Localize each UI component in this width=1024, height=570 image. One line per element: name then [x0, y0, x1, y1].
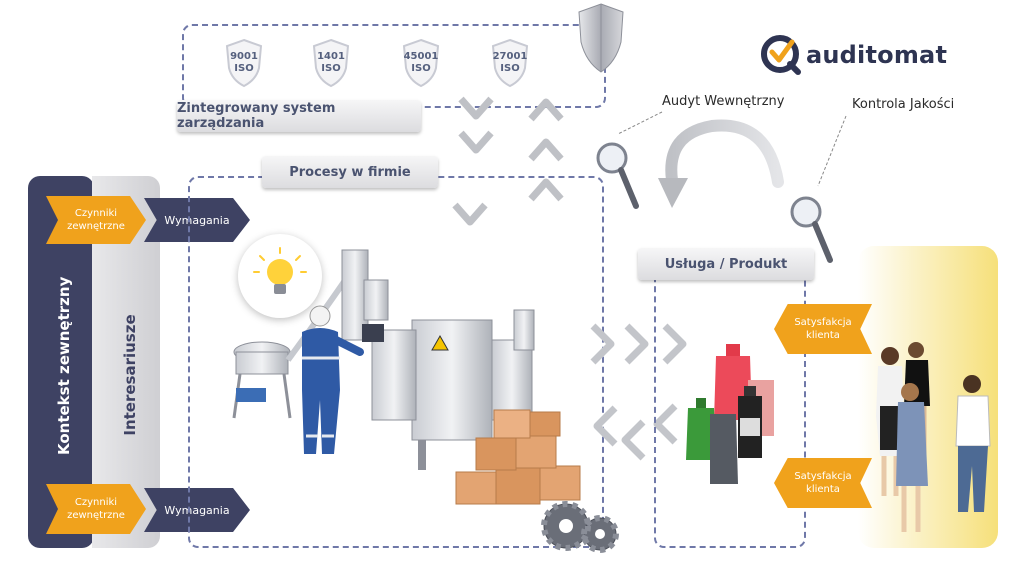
iso-badge-9001: 9001 ISO [224, 38, 264, 88]
logo: auditomat [760, 34, 947, 76]
tag-line: Satysfakcja [794, 317, 852, 328]
tag-line: Czynniki [74, 208, 118, 219]
iso-label: ISO [500, 63, 520, 74]
iso-number: 9001 [230, 51, 258, 62]
satisfaction-tag-top: Satysfakcja klienta [774, 304, 872, 354]
stakeholders-label: Interesariusze [121, 314, 139, 436]
tag-line: Czynniki [74, 497, 118, 508]
tag-line: klienta [806, 484, 840, 495]
iso-label: ISO [321, 63, 341, 74]
production-machine-illustration [232, 249, 535, 470]
lightbulb-icon [253, 247, 307, 294]
magnifier-icon [596, 142, 639, 209]
shield-icon [578, 3, 624, 73]
chevron-icon [662, 323, 687, 365]
gear-icon [541, 501, 619, 553]
requirements-tag-bottom: Wymagania [144, 488, 250, 532]
tag-line: zewnętrzne [67, 221, 125, 232]
tag-line: zewnętrzne [67, 510, 125, 521]
iso-badge-27001: 27001 ISO [490, 38, 530, 88]
iso-number: 45001 [403, 51, 439, 62]
service-product-label: Usługa / Produkt [638, 248, 814, 280]
tag-line: Satysfakcja [794, 471, 852, 482]
iso-number: 27001 [492, 51, 528, 62]
chevron-icon [653, 403, 678, 445]
integrated-system-label: Zintegrowany system zarządzania [177, 100, 421, 132]
iso-label: ISO [234, 63, 254, 74]
iso-number: 1401 [317, 51, 345, 62]
logo-mark-icon [761, 35, 801, 75]
products-illustration [686, 344, 774, 484]
external-factors-tag-bottom: Czynniki zewnętrzne [46, 484, 146, 534]
chevron-icon [458, 130, 494, 154]
chevron-icon [528, 98, 564, 122]
iso-badge-45001: 45001 ISO [401, 38, 441, 88]
shield-icon [402, 38, 440, 88]
chevron-icon [528, 178, 564, 202]
external-context-label: Kontekst zewnętrzny [55, 276, 73, 455]
cycle-arrow-icon [658, 119, 784, 208]
callout-line [617, 111, 663, 135]
chevron-icon [621, 419, 646, 461]
requirements-tag-top: Wymagania [144, 198, 250, 242]
lightbulb-badge [238, 234, 322, 318]
customers-illustration [876, 342, 991, 532]
chevron-icon [452, 202, 488, 226]
tag-line: klienta [806, 330, 840, 341]
satisfaction-tag-bottom: Satysfakcja klienta [774, 458, 872, 508]
internal-audit-label: Audyt Wewnętrzny [662, 94, 785, 109]
iso-label: ISO [411, 63, 431, 74]
shield-icon [225, 38, 263, 88]
logo-text: auditomat [806, 41, 948, 69]
shield-icon [312, 38, 350, 88]
boxes-illustration [455, 409, 581, 505]
processes-label: Procesy w firmie [262, 156, 438, 188]
chevron-icon [458, 96, 494, 120]
shield-icon [491, 38, 529, 88]
magnifier-icon [790, 196, 833, 263]
external-factors-tag-top: Czynniki zewnętrzne [46, 196, 146, 244]
chevron-icon [528, 138, 564, 162]
callout-line [817, 115, 847, 187]
iso-badge-1401: 1401 ISO [311, 38, 351, 88]
quality-control-label: Kontrola Jakości [852, 97, 955, 112]
chevron-icon [593, 405, 618, 447]
chevron-icon [590, 323, 615, 365]
chevron-icon [624, 323, 649, 365]
